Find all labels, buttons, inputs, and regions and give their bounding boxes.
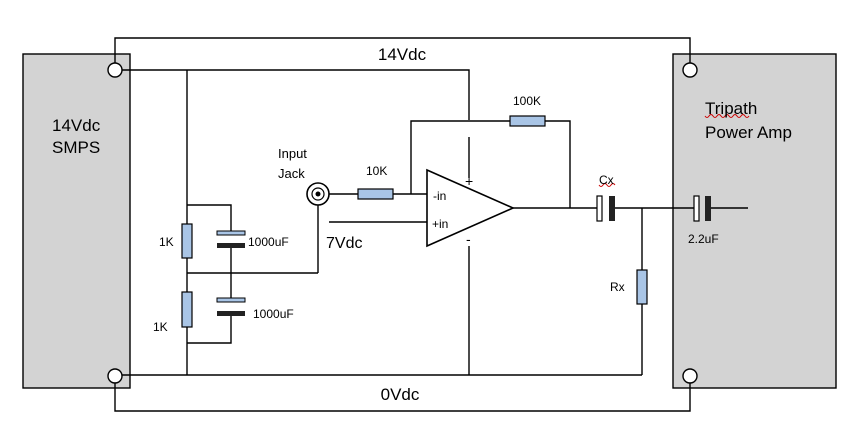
amp-label-line2: Power Amp	[705, 123, 792, 142]
smps-label-line2: SMPS	[52, 138, 100, 157]
input-jack-label-line2: Jack	[278, 166, 305, 181]
cx-plate-minus	[609, 196, 615, 221]
amp-cap-label: 2.2uF	[688, 232, 719, 246]
opamp-noninv-label: +in	[432, 217, 448, 231]
amp-top-terminal	[682, 62, 698, 78]
rx-resistor	[636, 269, 648, 305]
cap-top-plate-plus	[216, 230, 246, 236]
divider-bottom-resistor	[181, 291, 193, 328]
cx-plate-plus	[596, 195, 603, 222]
spellcheck-squiggle-cx	[598, 183, 616, 187]
input-resistor-label: 10K	[366, 164, 387, 178]
spellcheck-squiggle	[704, 114, 750, 118]
input-jack-label-line1: Input	[278, 146, 307, 161]
mid-rail-label: 7Vdc	[326, 235, 362, 252]
cx-label: Cx	[599, 173, 614, 187]
amp-cap-plate-minus	[705, 196, 711, 221]
smps-block	[22, 53, 131, 389]
vplus-wire	[122, 69, 470, 120]
cap-bottom-label: 1000uF	[253, 307, 294, 321]
opamp-vneg-label: -	[466, 231, 471, 247]
cap-top-upper-wire	[187, 204, 232, 231]
feedback-resistor-label: 100K	[513, 94, 541, 108]
top-rail-wire	[114, 37, 691, 70]
amp-cap-plate-plus	[693, 195, 700, 222]
feedback-right-wire	[545, 120, 571, 208]
cap-top-label: 1000uF	[248, 235, 289, 249]
divider-top-resistor	[181, 223, 193, 259]
smps-top-terminal	[107, 62, 123, 78]
feedback-resistor	[509, 115, 546, 127]
smps-bottom-terminal	[107, 368, 123, 384]
cap-bottom-lower-wire	[187, 316, 232, 344]
input-resistor	[357, 188, 394, 200]
cap-bottom-plate-minus	[217, 311, 245, 316]
divider-top-resistor-label: 1K	[159, 235, 174, 249]
opamp-inv-label: -in	[433, 189, 446, 203]
top-rail-label: 14Vdc	[378, 45, 427, 64]
smps-label-line1: 14Vdc	[52, 116, 101, 135]
opamp-triangle	[426, 168, 515, 248]
divider-bottom-resistor-label: 1K	[153, 320, 168, 334]
amp-bottom-terminal	[682, 368, 698, 384]
cap-top-plate-minus	[217, 243, 245, 248]
bottom-rail-wire	[114, 376, 691, 412]
bottom-rail-label: 0Vdc	[381, 385, 420, 404]
rx-resistor-label: Rx	[610, 280, 625, 294]
amp-label-line1: Tripath	[705, 99, 757, 118]
opamp-vpos-label: +	[465, 173, 473, 189]
power-amp-block	[672, 53, 837, 389]
feedback-left-wire	[410, 120, 510, 194]
cap-bottom-plate-plus	[216, 297, 246, 303]
input-jack-pin	[315, 191, 321, 197]
